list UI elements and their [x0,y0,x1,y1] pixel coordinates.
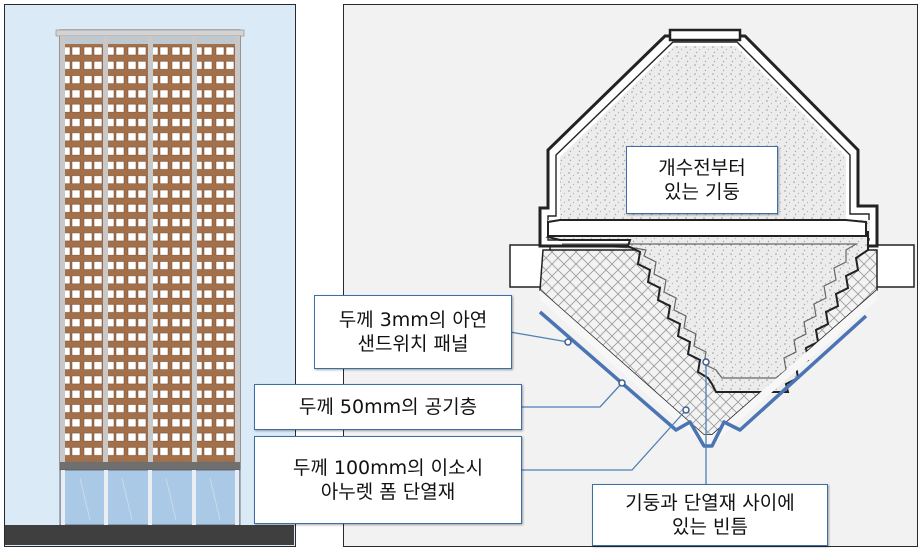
label-zinc-panel-line1: 두께 3mm의 아연 [338,309,488,331]
label-zinc-panel: 두께 3mm의 아연 샌드위치 패널 [314,295,512,369]
label-zinc-panel-line2: 샌드위치 패널 [357,333,469,355]
label-gap: 기둥과 단열재 사이에 있는 빈틈 [592,484,828,546]
label-gap-line1: 기둥과 단열재 사이에 [625,492,795,514]
leader-zinc-panel [509,331,569,343]
facade-pilasters [60,36,240,466]
label-air-layer: 두께 50mm의 공기층 [254,384,522,430]
label-insulation-line1: 두께 100mm의 이소시 [292,457,484,479]
leader-insulation [520,409,687,471]
label-existing-column-line1: 개수전부터 [658,157,746,179]
ground-floor-mullions [61,470,239,525]
label-insulation-line2: 아누렛 폼 단열재 [320,481,456,503]
label-existing-column-line2: 있는 기둥 [664,181,740,203]
label-air-layer-line1: 두께 50mm의 공기층 [298,396,478,418]
roof-parapet [55,29,245,37]
ground-floor-band [60,462,240,470]
label-existing-column: 개수전부터 있는 기둥 [626,146,778,214]
label-gap-line2: 있는 빈틈 [672,516,748,538]
leader-air-layer [520,382,623,408]
leader-lines [509,331,710,486]
column-section-drawing [509,28,915,448]
glazing-highlights [79,477,221,521]
ground [5,525,294,545]
column-stepped-base [545,231,869,393]
zinc-sandwich-panel [538,310,868,448]
building-illustration [5,29,294,545]
label-insulation: 두께 100mm의 이소시 아누렛 폼 단열재 [254,436,522,524]
column-top-plate [668,28,742,42]
